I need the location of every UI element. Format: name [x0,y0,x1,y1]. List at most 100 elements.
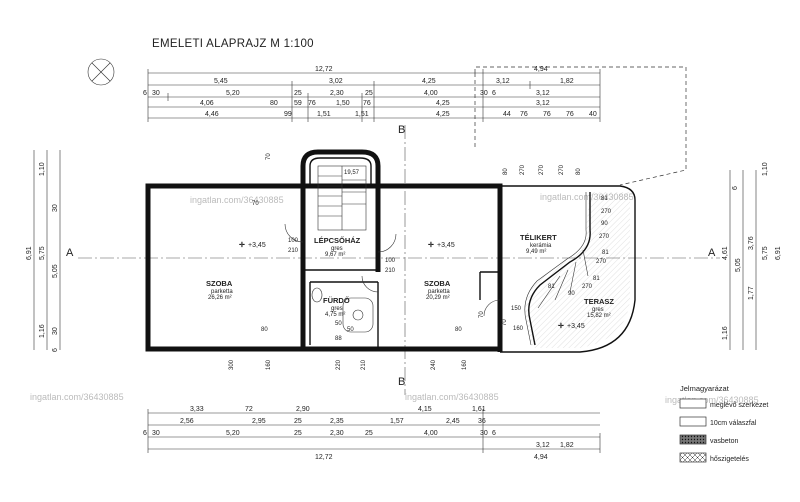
legend-item: 10cm válaszfal [710,420,757,427]
svg-text:✛: ✛ [558,322,564,330]
svg-text:5,75: 5,75 [762,246,769,260]
svg-text:81: 81 [548,284,555,290]
svg-text:30: 30 [480,430,488,437]
svg-text:✛: ✛ [428,241,434,249]
svg-text:70: 70 [502,319,508,326]
svg-text:210: 210 [288,248,299,254]
room-szoba-1: SZOBA parketta 26,26 m² [206,279,233,301]
dim-label: 4,25 [436,100,450,107]
watermark: ingatlan.com/36430885 [540,192,634,202]
svg-text:81: 81 [602,250,609,256]
watermark: ingatlan.com/36430885 [665,395,759,405]
svg-text:3,33: 3,33 [190,406,204,413]
dim-label: 4,00 [424,90,438,97]
svg-text:70: 70 [266,153,272,160]
legend-title: Jelmagyarázat [680,384,730,393]
right-dimensions: 1,10 6 4,61 5,05 3,76 1,77 1,16 6,91 5,7… [722,162,782,350]
bathroom-fixtures [311,287,374,333]
dim-label: 3,02 [329,78,343,85]
svg-text:25: 25 [294,430,302,437]
svg-text:kerámia: kerámia [530,243,552,249]
svg-text:5,20: 5,20 [226,430,240,437]
svg-text:9,67 m²: 9,67 m² [325,252,345,258]
svg-text:300: 300 [229,359,235,370]
svg-text:5,05: 5,05 [735,258,742,272]
plan-title: EMELETI ALAPRAJZ M 1:100 [152,38,314,50]
room-terasz: TERASZ gres 15,82 m² [584,297,614,319]
svg-text:1,16: 1,16 [722,326,729,340]
svg-text:2,95: 2,95 [252,418,266,425]
svg-text:81: 81 [601,196,608,202]
room-telikert: TÉLIKERT kerámia 9,49 m² [520,233,557,255]
dim-label: 1,50 [336,100,350,107]
svg-text:210: 210 [361,359,367,370]
dim-label: 5,20 [226,90,240,97]
svg-text:SZOBA: SZOBA [424,279,451,288]
svg-text:6: 6 [492,430,496,437]
section-b-label: B [398,124,405,136]
svg-text:1,57: 1,57 [390,418,404,425]
svg-text:6: 6 [143,430,147,437]
doors [284,223,501,317]
svg-text:FÜRDŐ: FÜRDŐ [323,296,350,305]
svg-text:90: 90 [601,221,608,227]
dim-label: 44 [503,111,511,118]
dim-label: 2,30 [330,90,344,97]
bath-dimensions: 50 50 88 [335,321,354,342]
svg-text:150: 150 [511,306,522,312]
svg-text:9,49 m²: 9,49 m² [526,249,546,255]
svg-text:TERASZ: TERASZ [584,297,614,306]
roof-outline [474,66,687,186]
svg-text:220: 220 [336,359,342,370]
dim-label: 5,45 [214,78,228,85]
stair-label: 19,57 [344,170,360,176]
svg-text:parketta: parketta [428,289,450,295]
dim-label: 80 [270,100,278,107]
svg-text:gres: gres [331,246,343,252]
dim-label: 76 [543,111,551,118]
watermark: ingatlan.com/36430885 [30,392,124,402]
svg-text:30: 30 [152,430,160,437]
legend-item: meglévő szerkezet [710,402,768,409]
svg-text:2,56: 2,56 [180,418,194,425]
svg-text:SZOBA: SZOBA [206,279,233,288]
svg-text:4,61: 4,61 [722,246,729,260]
dim-label: 1,51 [355,111,369,118]
svg-text:30: 30 [52,204,59,212]
svg-text:gres: gres [331,306,343,312]
level-mark: +3,45 [567,323,585,330]
dim-label: 1,82 [560,78,574,85]
svg-text:270: 270 [596,259,607,265]
svg-text:36: 36 [478,418,486,425]
section-a-label: A [66,247,74,259]
svg-text:4,94: 4,94 [534,454,548,461]
svg-text:2,45: 2,45 [446,418,460,425]
legend: Jelmagyarázat meglévő szerkezet 10cm vál… [679,384,768,463]
legend-item: hőszigetelés [710,456,749,463]
dim-label: 76 [520,111,528,118]
svg-text:100: 100 [385,258,396,264]
svg-text:6,91: 6,91 [26,246,33,260]
dim-label: 59 [294,100,302,107]
level-mark: +3,45 [437,242,455,249]
svg-text:1,82: 1,82 [560,442,574,449]
dim-label: 3,12 [536,100,550,107]
level-markers: ✛ +3,45 ✛ +3,45 ✛ +3,45 [239,241,585,330]
room-furdo: FÜRDŐ gres 4,75 m² [323,296,350,318]
svg-text:2,35: 2,35 [330,418,344,425]
svg-text:TÉLIKERT: TÉLIKERT [520,233,557,242]
svg-text:✛: ✛ [239,241,245,249]
svg-text:160: 160 [513,326,524,332]
watermark: ingatlan.com/36430885 [190,195,284,205]
svg-text:15,82 m²: 15,82 m² [587,313,611,319]
svg-text:80: 80 [503,168,509,175]
svg-text:81: 81 [593,276,600,282]
svg-text:270: 270 [559,164,565,175]
dim-label: 4,06 [200,100,214,107]
dim-label: 3,12 [496,78,510,85]
svg-text:270: 270 [520,164,526,175]
svg-text:80: 80 [576,168,582,175]
dim-label: 30 [480,90,488,97]
svg-text:50: 50 [347,327,354,333]
left-dimensions: 1,10 30 6,91 5,75 5,05 30 1,16 6 [26,150,61,352]
